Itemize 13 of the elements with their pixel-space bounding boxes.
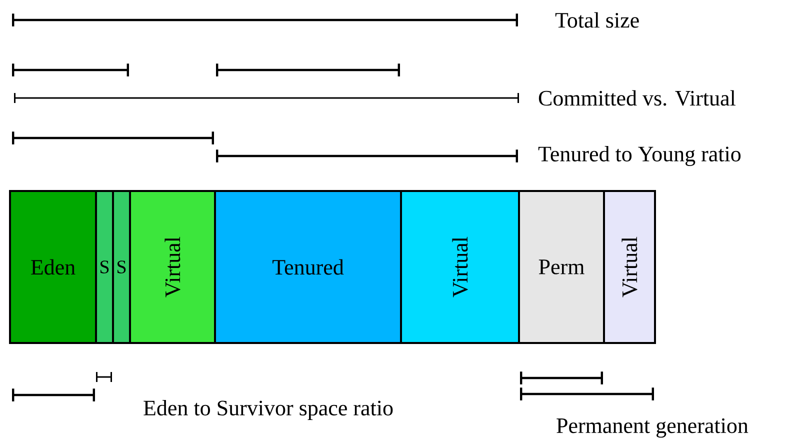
dimension-label: Tenured to Young ratio [538,146,741,166]
memory-segment: Eden [9,190,98,344]
dimension-label: Committed vs. Virtual [538,90,736,106]
memory-segment: Tenured [214,190,402,344]
memory-segment: Perm [518,190,605,344]
memory-segment: Virtual [400,190,520,344]
dimension-label: Total size [555,12,639,28]
memory-segment: Virtual [129,190,216,344]
memory-segment: Virtual [603,190,656,344]
dimension-label: Permanent generation [556,418,748,438]
memory-segment: S [95,190,114,344]
dimension-label: Eden to Survivor space ratio [144,400,393,420]
memory-segment: S [112,190,131,344]
